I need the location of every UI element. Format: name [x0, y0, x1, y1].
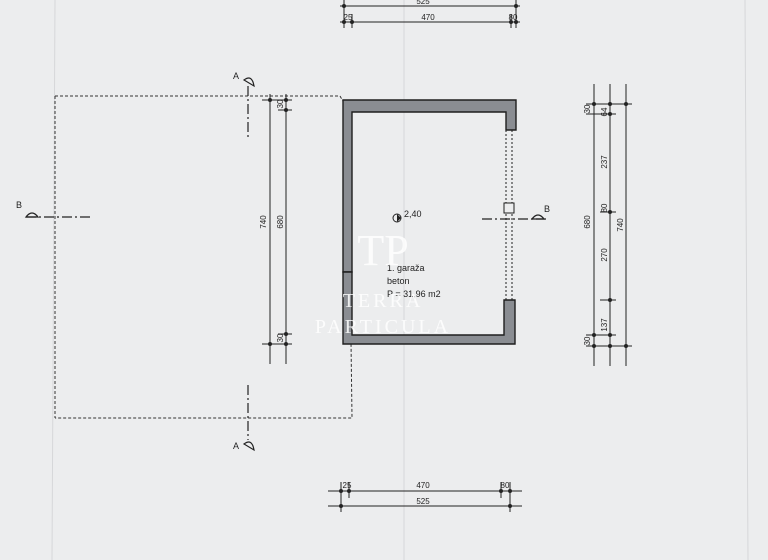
- section-a-bottom-label: A: [233, 441, 239, 451]
- watermark-line1: TERRA: [343, 290, 424, 312]
- bottom-overall-dim: 525: [416, 497, 430, 506]
- top-left-dim: 25: [344, 13, 353, 22]
- right-dimension: [586, 84, 632, 366]
- bottom-dimension: [328, 482, 522, 512]
- right-dimension-ticks: [592, 102, 628, 348]
- section-b-line: [24, 212, 546, 220]
- watermark-line2: PARTICULA: [315, 316, 451, 338]
- top-overall-dim: 525: [416, 0, 430, 6]
- room-name: 1. garaža: [387, 263, 425, 273]
- left-top-dim: 30: [276, 99, 285, 108]
- section-b-left-label: B: [16, 200, 22, 210]
- left-inner-dim: 680: [276, 215, 285, 229]
- watermark: TP TERRA PARTICULA: [315, 226, 451, 338]
- bottom-dimension-ticks: [339, 489, 512, 508]
- bottom-inner-dim: 470: [416, 481, 430, 490]
- dashed-outline: [55, 95, 353, 419]
- watermark-logo: TP: [357, 226, 408, 275]
- level-marker-icon: [392, 213, 402, 223]
- section-a-line: [242, 77, 255, 452]
- top-dimension-ticks: [342, 4, 518, 24]
- section-b-right-label: B: [544, 204, 550, 214]
- paper-folds: [51, 0, 749, 560]
- right-seg3-dim: 80: [600, 203, 609, 212]
- top-inner-dim: 470: [421, 13, 435, 22]
- garage-walls: [342, 99, 517, 345]
- bottom-right-dim: 80: [501, 481, 510, 490]
- right-overall-dim: 740: [616, 218, 625, 232]
- right-inner-dim: 680: [583, 215, 592, 229]
- right-seg5-dim: 137: [600, 318, 609, 332]
- section-a-top-label: A: [233, 71, 239, 81]
- top-right-dim: 80: [509, 13, 518, 22]
- right-seg4-dim: 270: [600, 248, 609, 262]
- right-top-dim: 30: [583, 104, 592, 113]
- right-seg1-dim: 64: [600, 107, 609, 116]
- right-bottom-dim: 30: [583, 336, 592, 345]
- bottom-left-dim: 25: [343, 481, 352, 490]
- room-area: P = 31,96 m2: [387, 289, 441, 299]
- level-label: 2,40: [404, 209, 422, 219]
- left-dimension: [262, 94, 292, 364]
- left-dimension-ticks: [268, 98, 288, 346]
- left-overall-dim: 740: [259, 215, 268, 229]
- left-bottom-dim: 30: [276, 333, 285, 342]
- room-floor: beton: [387, 276, 410, 286]
- right-seg2-dim: 237: [600, 155, 609, 169]
